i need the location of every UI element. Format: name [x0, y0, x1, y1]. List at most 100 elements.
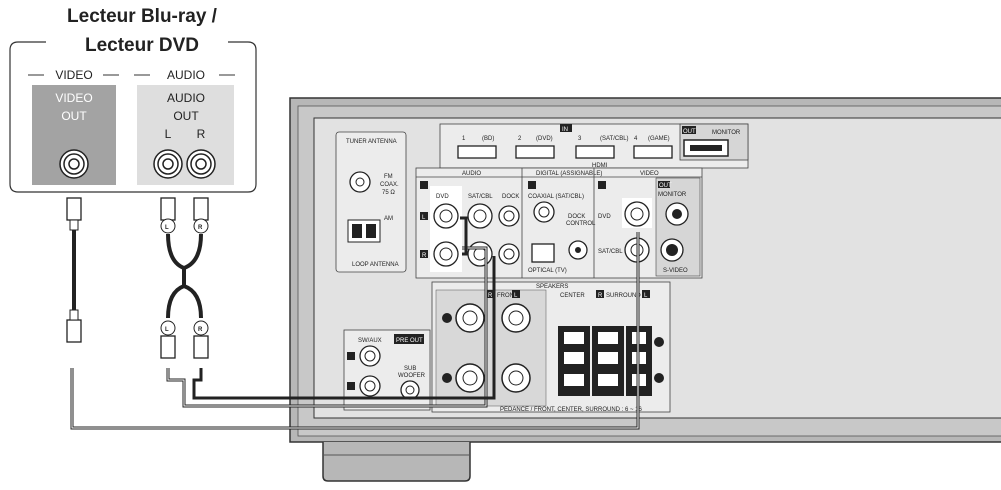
svg-text:WOOFER: WOOFER	[398, 373, 426, 379]
svg-text:OUT: OUT	[659, 183, 672, 189]
svg-text:(SAT/CBL): (SAT/CBL)	[600, 136, 629, 142]
video-out-label-1: VIDEO	[55, 91, 92, 105]
svg-text:FM: FM	[384, 174, 393, 180]
svg-text:VIDEO: VIDEO	[640, 171, 659, 177]
svg-text:R: R	[422, 253, 427, 259]
dock-control-port[interactable]	[568, 240, 588, 260]
svg-text:SAT/CBL: SAT/CBL	[468, 194, 493, 200]
svg-text:COAX.: COAX.	[380, 182, 399, 188]
audio-out-left-jack[interactable]	[153, 149, 183, 179]
front-right-plus-terminal[interactable]	[455, 303, 485, 333]
svg-text:SURROUND: SURROUND	[606, 293, 641, 299]
svg-text:CONTROL: CONTROL	[566, 221, 596, 227]
dvd-audio-in-right-jack[interactable]	[433, 241, 459, 267]
hdmi-in-3-port[interactable]	[575, 145, 615, 159]
subwoofer-pre-out-jack[interactable]	[400, 380, 420, 400]
svg-text:DOCK: DOCK	[502, 194, 519, 200]
svg-text:OPTICAL (TV): OPTICAL (TV)	[528, 268, 567, 274]
svg-text:FRONT: FRONT	[497, 293, 518, 299]
svg-text:HDMI: HDMI	[592, 163, 608, 169]
tuner-antenna-label: TUNER ANTENNA	[346, 139, 397, 145]
hdmi-in-4-port[interactable]	[633, 145, 673, 159]
front-left-plus-terminal[interactable]	[501, 303, 531, 333]
svg-text:1: 1	[462, 136, 466, 142]
hdmi-in-1-port[interactable]	[457, 145, 497, 159]
svg-text:L: L	[644, 293, 648, 299]
svg-text:4: 4	[634, 136, 638, 142]
surround-right-speaker-terminal[interactable]	[592, 326, 624, 396]
svg-text:MONITOR: MONITOR	[712, 130, 741, 136]
svg-text:PRE OUT: PRE OUT	[396, 338, 423, 344]
svg-text:L: L	[422, 215, 426, 221]
optical-digital-port[interactable]	[531, 243, 555, 263]
dock-audio-right-jack[interactable]	[498, 243, 520, 265]
svg-text:DIGITAL (ASSIGNABLE): DIGITAL (ASSIGNABLE)	[536, 171, 602, 177]
svg-text:MONITOR: MONITOR	[658, 192, 687, 198]
device-title-line2: Lecteur DVD	[85, 35, 199, 56]
center-speaker-terminal[interactable]	[558, 326, 590, 396]
audio-out-right-jack[interactable]	[186, 149, 216, 179]
video-out-label-2: OUT	[61, 109, 87, 123]
svg-text:L: L	[165, 327, 169, 333]
hdmi-section: IN 1 (BD) 2 (DVD) 3 (SAT/CBL) 4 (GAME) H…	[439, 123, 749, 169]
tuner-antenna-section: TUNER ANTENNA FM COAX. 75 Ω AM LOOP ANTE…	[335, 131, 407, 273]
dvd-video-in-jack[interactable]	[624, 201, 650, 227]
audio-cable: L R L R	[160, 197, 496, 408]
svg-text:SUB: SUB	[404, 366, 416, 372]
svg-text:DVD: DVD	[598, 214, 611, 220]
video-cable	[66, 197, 640, 430]
coaxial-digital-jack[interactable]	[533, 201, 555, 223]
svg-text:(GAME): (GAME)	[648, 136, 670, 142]
audio-left-label: L	[165, 127, 172, 141]
svg-text:LOOP ANTENNA: LOOP ANTENNA	[352, 262, 399, 268]
front-left-minus-terminal[interactable]	[501, 363, 531, 393]
svg-text:3: 3	[578, 136, 582, 142]
audio-out-label-2: OUT	[173, 109, 199, 123]
svg-text:R: R	[198, 327, 203, 333]
sat-audio-in-right-jack[interactable]	[467, 241, 493, 267]
speakers-section: SPEAKERS R FRONT L CENTER R SURROUND L P	[431, 281, 671, 413]
svg-text:75 Ω: 75 Ω	[382, 190, 395, 196]
svg-text:AM: AM	[384, 216, 393, 222]
audio-right-label: R	[197, 127, 206, 141]
dvd-audio-in-left-jack[interactable]	[433, 203, 459, 229]
svg-text:R: R	[488, 293, 493, 299]
svg-text:CENTER: CENTER	[560, 293, 585, 299]
s-video-jack[interactable]	[660, 238, 684, 262]
svg-text:(DVD): (DVD)	[536, 136, 553, 142]
svg-text:COAXIAL (SAT/CBL): COAXIAL (SAT/CBL)	[528, 194, 584, 200]
svg-text:L: L	[514, 293, 518, 299]
svg-text:DVD: DVD	[436, 194, 449, 200]
video-group-label: VIDEO	[55, 68, 92, 82]
video-out-jack[interactable]	[59, 149, 89, 179]
svg-text:SW/AUX: SW/AUX	[358, 338, 382, 344]
svg-text:IN: IN	[562, 127, 568, 133]
svg-text:L: L	[165, 225, 169, 231]
device-title-line1: Lecteur Blu-ray /	[67, 6, 218, 27]
video-monitor-out-jack[interactable]	[665, 202, 689, 226]
svg-text:SPEAKERS: SPEAKERS	[536, 284, 568, 290]
svg-text:PEDANCE / FRONT, CENTER, SURRO: PEDANCE / FRONT, CENTER, SURROUND : 6 ~ …	[500, 407, 643, 413]
svg-text:AUDIO: AUDIO	[462, 171, 481, 177]
receiver-foot	[322, 442, 471, 482]
svg-text:(BD): (BD)	[482, 136, 494, 142]
front-right-minus-terminal[interactable]	[455, 363, 485, 393]
device-outline	[9, 41, 257, 193]
svg-text:DOCK: DOCK	[568, 214, 585, 220]
source-device: Lecteur Blu-ray / Lecteur DVD VIDEO AUDI…	[9, 6, 257, 193]
svg-text:R: R	[198, 225, 203, 231]
svg-text:2: 2	[518, 136, 522, 142]
svg-text:SAT/CBL: SAT/CBL	[598, 249, 623, 255]
hdmi-in-2-port[interactable]	[515, 145, 555, 159]
pre-out-aux-right-jack[interactable]	[359, 375, 381, 397]
sat-audio-in-left-jack[interactable]	[467, 203, 493, 229]
audio-out-panel	[137, 85, 234, 185]
audio-out-label-1: AUDIO	[167, 91, 205, 105]
svg-text:OUT: OUT	[683, 129, 696, 135]
pre-out-aux-left-jack[interactable]	[359, 345, 381, 367]
svg-text:S-VIDEO: S-VIDEO	[663, 268, 688, 274]
io-section: AUDIO DIGITAL (ASSIGNABLE) VIDEO L R DVD…	[415, 167, 703, 279]
audio-group-label: AUDIO	[167, 68, 205, 82]
dock-audio-left-jack[interactable]	[498, 205, 520, 227]
svg-text:R: R	[598, 293, 603, 299]
